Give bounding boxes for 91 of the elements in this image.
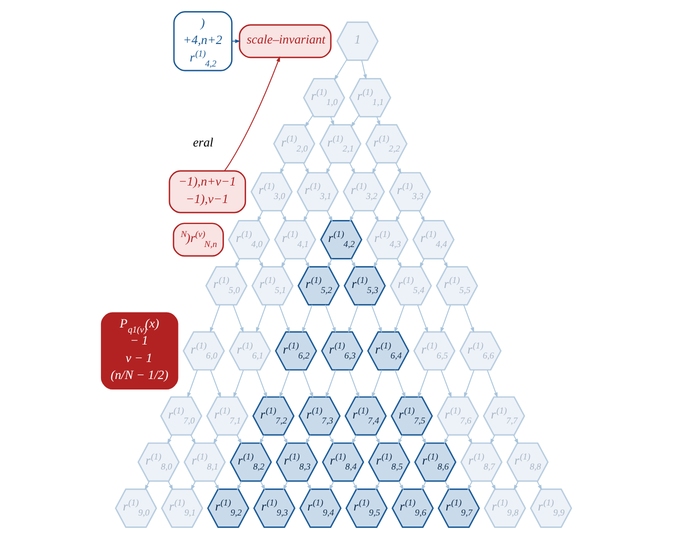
arrow	[190, 480, 196, 490]
arrow	[328, 434, 334, 444]
arrow	[398, 480, 404, 490]
arrow	[302, 304, 313, 333]
label: eral	[192, 135, 214, 150]
arrow	[372, 210, 379, 222]
arrow	[418, 370, 428, 398]
arrow	[303, 162, 310, 174]
arrow	[440, 370, 452, 398]
arrow	[304, 258, 310, 268]
arrow	[232, 304, 244, 333]
arrow	[334, 59, 348, 80]
arrow	[421, 480, 426, 490]
arrow	[420, 258, 425, 268]
arrow	[375, 480, 380, 490]
arrow	[283, 480, 288, 490]
arrow	[326, 210, 333, 222]
arrow	[214, 480, 220, 490]
arrow	[374, 434, 380, 444]
arrow	[417, 304, 428, 333]
arrow	[421, 434, 426, 444]
arrow	[361, 60, 367, 80]
arrow	[187, 370, 198, 398]
arrow	[260, 480, 266, 490]
arrow	[330, 116, 334, 126]
arrow	[329, 480, 334, 490]
arrow	[233, 370, 244, 398]
arrow	[398, 434, 403, 444]
arrow	[232, 39, 241, 44]
arrow	[394, 370, 406, 398]
arrow	[280, 210, 287, 222]
arrow	[306, 434, 311, 444]
arrow	[278, 304, 290, 333]
arrow	[326, 162, 332, 174]
arrow	[442, 258, 448, 268]
arrow	[372, 370, 382, 398]
node-box: P$_{q1(ν)}$(x) − 1 ν − 1 (n/N − 1/2)	[100, 312, 178, 390]
arrow	[514, 480, 519, 490]
arrow	[490, 434, 496, 444]
arrow	[236, 434, 242, 444]
arrow	[373, 258, 378, 268]
arrow	[280, 162, 286, 174]
arrow	[352, 480, 358, 490]
node-box: −1),n+ν−1 −1),ν−1	[168, 170, 246, 214]
arrow	[395, 162, 402, 174]
arrow	[190, 434, 196, 444]
arrow	[396, 258, 402, 268]
arrow	[236, 480, 242, 490]
arrow	[444, 434, 450, 444]
arrow	[210, 304, 220, 333]
arrow	[394, 304, 405, 333]
arrow	[490, 480, 496, 490]
arrow	[144, 480, 150, 490]
arrow	[440, 304, 451, 333]
arrow	[304, 114, 314, 128]
arrow	[349, 162, 356, 174]
arrow	[486, 370, 498, 398]
arrow	[256, 304, 266, 333]
arrow	[348, 304, 359, 333]
arrow	[396, 210, 402, 222]
arrow	[257, 210, 264, 222]
arrow	[213, 434, 218, 444]
arrow	[280, 370, 290, 398]
arrow	[467, 480, 473, 490]
arrow	[348, 370, 360, 398]
arrow	[444, 480, 450, 490]
arrow	[306, 480, 312, 490]
arrow	[260, 434, 265, 444]
arrow	[224, 56, 280, 172]
arrow	[258, 258, 264, 268]
arrow	[326, 370, 336, 398]
arrow	[352, 434, 357, 444]
arrow	[210, 370, 221, 398]
arrow	[418, 210, 425, 222]
arrow	[302, 370, 314, 398]
arrow	[235, 258, 240, 268]
arrow	[371, 304, 382, 333]
arrow	[324, 304, 336, 333]
arrow	[282, 434, 288, 444]
arrow	[168, 480, 174, 490]
arrow	[463, 304, 474, 333]
arrow	[464, 370, 474, 398]
arrow	[513, 434, 518, 444]
arrow	[256, 370, 268, 398]
arrow	[350, 210, 356, 222]
arrow	[350, 114, 360, 128]
node-box: scale–invariant	[238, 24, 332, 58]
arrow	[372, 162, 378, 174]
arrow	[167, 434, 172, 444]
arrow	[303, 210, 310, 222]
arrow	[350, 258, 356, 268]
